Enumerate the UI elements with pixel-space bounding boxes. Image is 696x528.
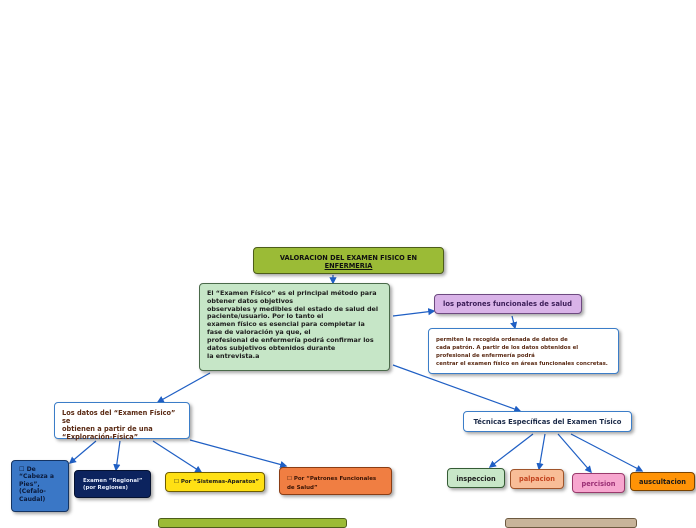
connector-main-patrones [392,308,436,317]
permiten-node[interactable]: permiten la recogida ordenada de datos d… [428,328,619,374]
tecnicas-node[interactable]: Técnicas Específicas del Examen Tísico [463,411,632,432]
datos-node[interactable]: Los datos del “Examen Físico” se obtiene… [54,402,190,441]
examen-regional-node[interactable]: Examen “Regional” (por Regiones) [74,470,151,498]
connector-tecnicas-inspeccion [488,433,534,468]
auscultacion-node[interactable]: auscultacion [630,472,695,491]
main-definition-node[interactable]: El “Examen Físico” es el principal métod… [199,283,390,371]
cabeza-a-pies-node[interactable]: ☐ De “Cabeza a Pies”, (Cefalo- Caudal) [11,460,69,512]
patrones-funcionales-node[interactable]: ☐ Por “Patrones Funcionales de Salud” [279,467,392,495]
percision-node[interactable]: percision [572,473,625,493]
patrones-node[interactable]: los patrones funcionales de salud [434,294,582,314]
title-line-1: VALORACION DEL EXAMEN FISICO EN [279,254,418,262]
connector-tecnicas-auscultacion [570,433,644,472]
connector-datos-cabeza [68,440,97,464]
connector-patrones-permiten [510,315,518,330]
title-node[interactable]: VALORACION DEL EXAMEN FISICO EN ENFERMER… [253,247,444,274]
connector-tecnicas-percision [557,433,592,474]
inspeccion-node[interactable]: inspeccion [447,468,505,488]
palpacion-node[interactable]: palpacion [510,469,564,489]
title-line-2: ENFERMERIA [324,262,373,271]
connector-datos-regional [113,440,121,472]
connector-main-datos [156,372,211,403]
sistemas-aparatos-node[interactable]: ☐ Por “Sistemas-Aparatos” [165,472,265,492]
connector-datos-funcionales [189,439,288,468]
connector-tecnicas-palpacion [536,433,546,471]
connector-datos-sistemas [152,440,203,473]
